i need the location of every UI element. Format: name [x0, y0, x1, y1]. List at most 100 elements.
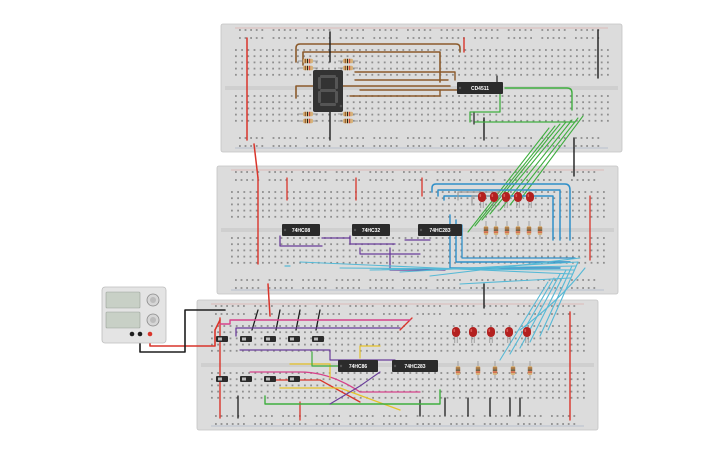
resistor-band: [304, 118, 306, 124]
terminal-hole: [371, 107, 374, 110]
terminal-hole: [545, 67, 547, 70]
terminal-hole: [253, 73, 256, 76]
resistor-icon[interactable]: [492, 361, 498, 379]
terminal-hole: [532, 55, 535, 58]
dip-switch-icon[interactable]: [264, 336, 276, 342]
dip-switch-icon[interactable]: [216, 376, 228, 382]
resistor-band: [504, 231, 510, 233]
dip-switch-icon[interactable]: [312, 336, 324, 342]
terminal-hole: [576, 107, 578, 110]
chip-decoder[interactable]: CD4511: [457, 82, 503, 94]
dip-switch-icon[interactable]: [216, 336, 228, 342]
resistor-icon[interactable]: [504, 221, 510, 239]
chip-adder2[interactable]: 74HC283: [392, 360, 438, 372]
terminal-hole: [563, 73, 566, 76]
resistor-icon[interactable]: [475, 361, 481, 379]
led-icon[interactable]: [526, 192, 534, 208]
led-icon[interactable]: [487, 327, 495, 343]
terminal-hole: [572, 191, 574, 193]
led-icon[interactable]: [478, 192, 486, 208]
terminal-hole: [408, 101, 411, 104]
psu-terminal[interactable]: [147, 331, 153, 337]
resistor-icon[interactable]: [338, 58, 358, 64]
psu-terminal[interactable]: [129, 331, 135, 337]
resistor-band: [493, 231, 499, 233]
rail-hole: [272, 145, 275, 147]
led-icon[interactable]: [502, 192, 510, 208]
dip-switch-icon[interactable]: [264, 376, 276, 382]
terminal-hole: [340, 67, 343, 70]
rail-hole: [416, 415, 419, 417]
terminal-hole: [272, 113, 274, 116]
resistor-icon[interactable]: [298, 58, 318, 64]
resistor-icon[interactable]: [298, 118, 318, 124]
resistor-icon[interactable]: [515, 221, 521, 239]
resistor-icon[interactable]: [526, 221, 532, 239]
rail-hole: [360, 305, 363, 307]
terminal-hole: [390, 384, 393, 387]
terminal-hole: [558, 372, 560, 374]
dip-switch-icon[interactable]: [240, 376, 252, 382]
rail-hole: [283, 145, 286, 147]
dip-switch-icon[interactable]: [288, 376, 300, 382]
terminal-hole: [440, 343, 443, 346]
terminal-hole: [564, 337, 567, 340]
terminal-hole: [600, 73, 603, 76]
rail-hole: [440, 137, 443, 139]
terminal-hole: [272, 73, 274, 76]
led-icon[interactable]: [523, 327, 531, 343]
terminal-hole: [538, 95, 541, 97]
chip-xor[interactable]: 74HC86: [338, 360, 378, 372]
resistor-icon[interactable]: [537, 221, 543, 239]
resistor-band: [347, 118, 348, 124]
dip-switch-icon[interactable]: [288, 336, 300, 342]
chip-adder[interactable]: 74HC283: [418, 224, 462, 236]
resistor-icon[interactable]: [338, 65, 358, 71]
resistor-icon[interactable]: [483, 221, 489, 239]
chip-or[interactable]: 74HC32: [352, 224, 390, 236]
terminal-hole: [446, 378, 449, 381]
terminal-hole: [235, 119, 237, 122]
led-icon[interactable]: [469, 327, 477, 343]
breadboard-middle[interactable]: [216, 165, 619, 295]
terminal-hole: [324, 203, 326, 206]
led-icon[interactable]: [505, 327, 513, 343]
chip-and[interactable]: 74HC08: [282, 224, 320, 236]
terminal-hole: [384, 331, 387, 334]
terminal-hole: [479, 203, 481, 206]
resistor-band: [537, 231, 543, 233]
terminal-hole: [590, 203, 593, 206]
psu-terminal[interactable]: [137, 331, 143, 337]
resistor-icon[interactable]: [455, 361, 461, 379]
resistor-icon[interactable]: [298, 111, 318, 117]
led-icon[interactable]: [490, 192, 498, 208]
rail-hole: [287, 305, 290, 307]
terminal-hole: [402, 61, 405, 64]
led-body: [502, 192, 510, 202]
terminal-hole: [379, 261, 382, 264]
resistor-icon[interactable]: [510, 361, 516, 379]
led-icon[interactable]: [452, 327, 460, 343]
resistor-icon[interactable]: [338, 118, 358, 124]
resistor-icon[interactable]: [527, 361, 533, 379]
power-supply-icon[interactable]: [101, 286, 167, 344]
terminal-hole: [328, 61, 330, 64]
terminal-hole: [310, 343, 312, 346]
terminal-hole: [502, 331, 505, 334]
rail-hole: [231, 313, 234, 315]
seven-segment-display-icon[interactable]: [313, 70, 343, 112]
terminal-hole: [502, 396, 505, 399]
rail-hole: [271, 313, 273, 315]
rail-hole: [507, 37, 510, 39]
resistor-icon[interactable]: [493, 221, 499, 239]
led-icon[interactable]: [514, 192, 522, 208]
resistor-icon[interactable]: [338, 111, 358, 117]
resistor-band: [504, 229, 510, 231]
resistor-band: [527, 369, 533, 371]
terminal-hole: [268, 209, 270, 212]
rail-hole: [386, 171, 388, 173]
dip-switch-icon[interactable]: [240, 336, 252, 342]
resistor-icon[interactable]: [298, 65, 318, 71]
terminal-hole: [440, 349, 443, 352]
